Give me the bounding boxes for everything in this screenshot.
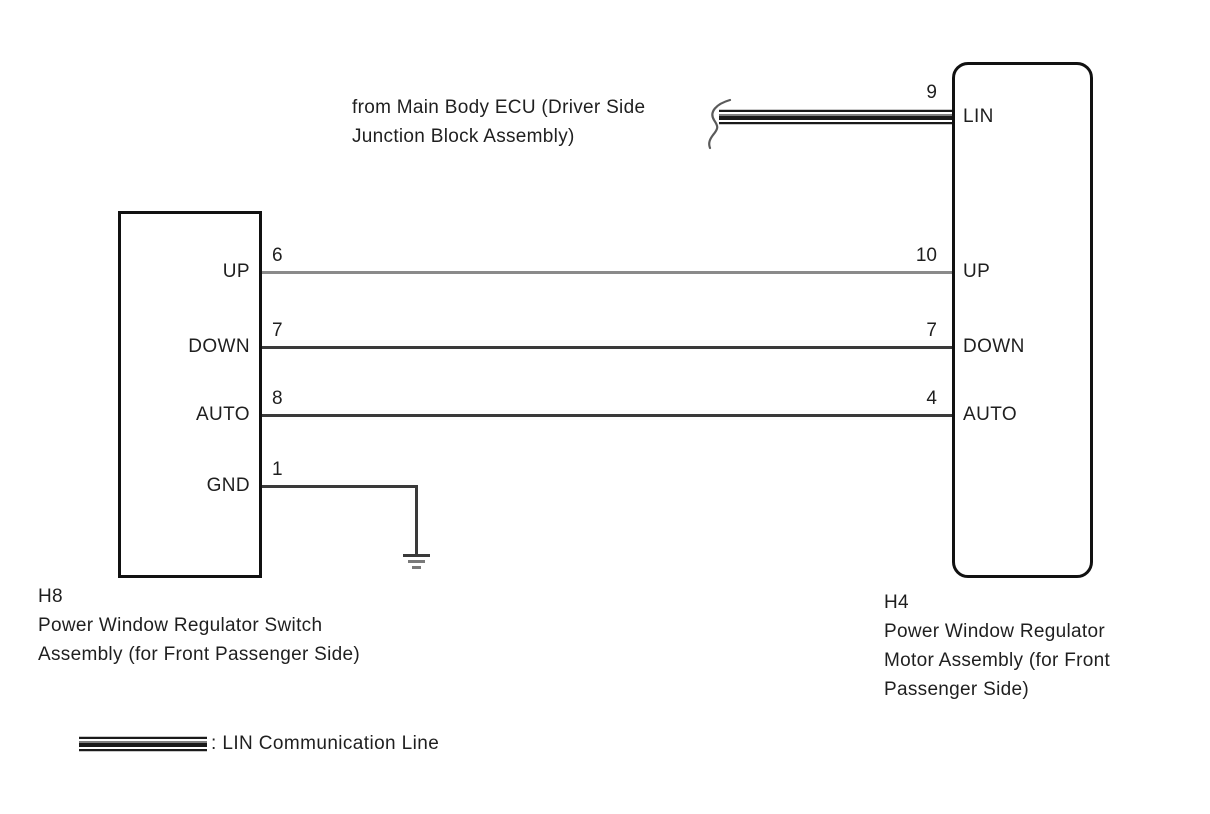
switch-connector-desc-line2: Assembly (for Front Passenger Side)	[38, 644, 361, 665]
switch-pin-number-6: 6	[272, 245, 283, 266]
legend-lin-line-label: : LIN Communication Line	[211, 733, 440, 754]
switch-pin-number-7: 7	[272, 320, 283, 341]
wire-auto	[262, 414, 952, 417]
switch-connector-caption: H8 Power Window Regulator Switch Assembl…	[38, 582, 360, 669]
legend-lin-line-sample-icon	[79, 736, 207, 752]
motor-pin-number-4: 4	[926, 388, 937, 409]
wire-gnd-vertical	[415, 485, 418, 555]
motor-connector-caption: H4 Power Window Regulator Motor Assembly…	[884, 588, 1110, 704]
switch-connector-box	[118, 211, 262, 578]
lin-communication-wire	[719, 109, 952, 125]
motor-connector-desc-line3: Passenger Side)	[884, 679, 1029, 700]
motor-pin-label-up: UP	[963, 261, 991, 282]
wire-continuation-mark-icon	[708, 98, 732, 150]
motor-pin-number-7: 7	[926, 320, 937, 341]
motor-connector-code: H4	[884, 592, 909, 613]
switch-connector-code: H8	[38, 586, 63, 607]
motor-connector-desc-line2: Motor Assembly (for Front	[884, 650, 1111, 671]
ecu-source-note-line2: Junction Block Assembly)	[352, 126, 575, 147]
motor-pin-label-auto: AUTO	[963, 404, 1018, 425]
switch-pin-number-8: 8	[272, 388, 283, 409]
ecu-source-note: from Main Body ECU (Driver Side Junction…	[352, 93, 645, 151]
motor-pin-label-lin: LIN	[963, 106, 994, 127]
motor-pin-label-down: DOWN	[963, 336, 1025, 357]
wire-gnd-horizontal	[262, 485, 418, 488]
switch-pin-label-gnd: GND	[206, 475, 250, 496]
switch-pin-label-down: DOWN	[188, 336, 250, 357]
switch-pin-label-auto: AUTO	[195, 404, 250, 425]
motor-pin-number-9: 9	[926, 82, 937, 103]
motor-pin-number-10: 10	[915, 245, 937, 266]
wire-up	[262, 271, 952, 274]
wire-down	[262, 346, 952, 349]
ecu-source-note-line1: from Main Body ECU (Driver Side	[352, 97, 646, 118]
switch-pin-number-1: 1	[272, 459, 283, 480]
switch-connector-desc-line1: Power Window Regulator Switch	[38, 615, 323, 636]
motor-connector-desc-line1: Power Window Regulator	[884, 621, 1105, 642]
motor-connector-box	[952, 62, 1093, 578]
switch-pin-label-up: UP	[222, 261, 250, 282]
